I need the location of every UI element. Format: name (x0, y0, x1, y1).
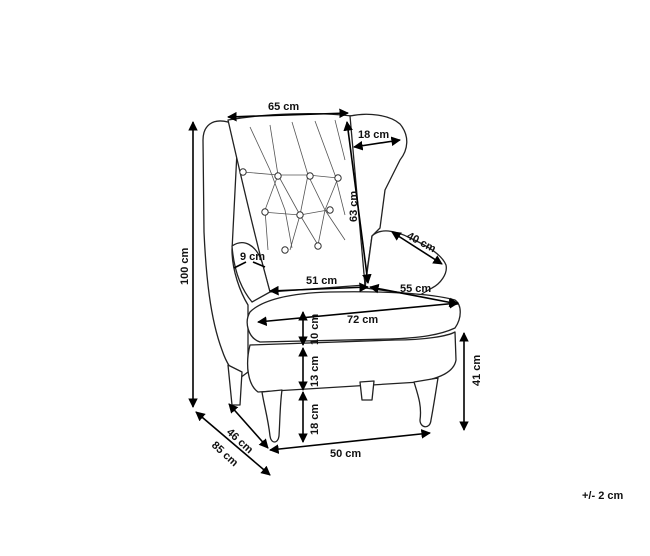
label-cushion-height: 10 cm (309, 314, 321, 345)
tufting-buttons (239, 168, 342, 254)
front-left-leg (261, 389, 283, 443)
front-right-leg (413, 377, 439, 428)
left-wing (202, 120, 249, 379)
label-arm-inset: 9 cm (240, 251, 265, 263)
label-seat-width-inner: 51 cm (306, 275, 337, 287)
label-back-height: 63 cm (348, 191, 360, 222)
label-seat-base-height: 13 cm (309, 356, 321, 387)
label-leg-height: 18 cm (309, 404, 321, 435)
label-total-width: 72 cm (347, 314, 378, 326)
label-wing-width: 18 cm (358, 129, 389, 141)
label-seat-depth: 55 cm (400, 283, 431, 295)
label-base-width: 50 cm (330, 448, 361, 460)
dimension-lines (188, 108, 469, 476)
back-right-leg (359, 380, 375, 401)
label-seat-height: 41 cm (471, 355, 483, 386)
label-tolerance: +/- 2 cm (582, 490, 623, 502)
label-width-top: 65 cm (268, 101, 299, 113)
back-left-leg (227, 364, 243, 406)
label-total-height: 100 cm (179, 247, 191, 285)
